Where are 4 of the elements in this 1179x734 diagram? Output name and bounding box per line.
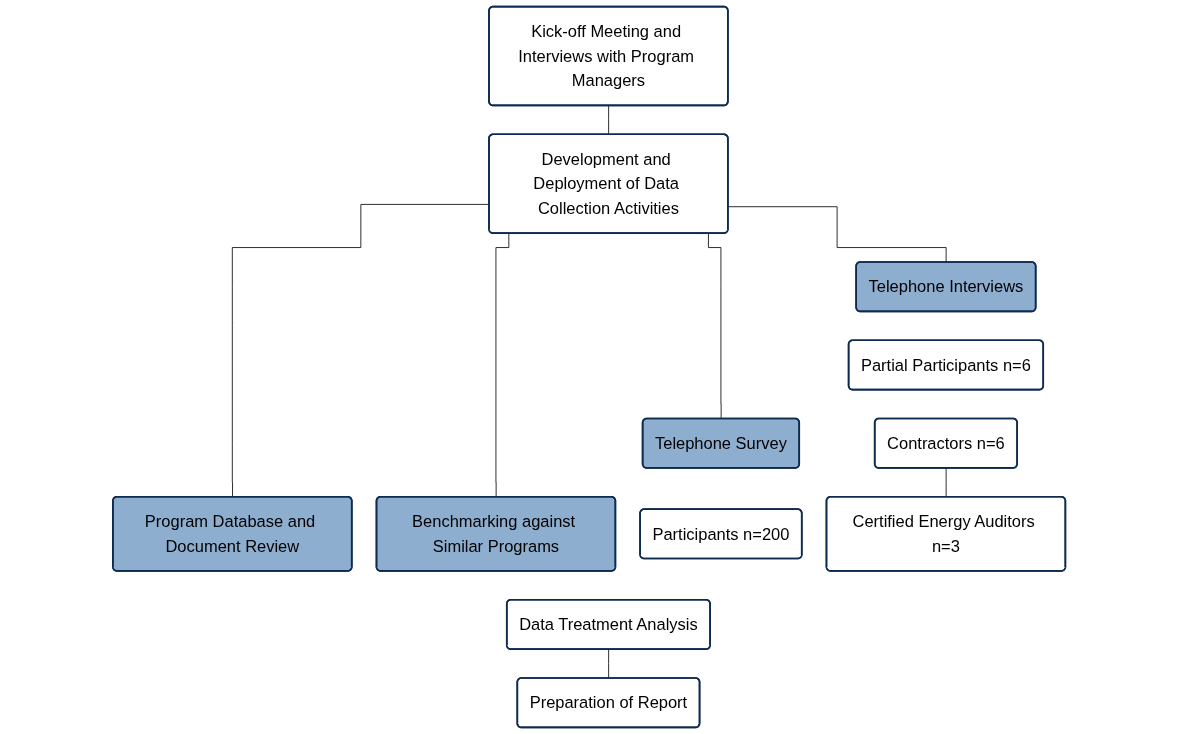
connector <box>608 649 610 679</box>
connector <box>728 206 948 263</box>
connector <box>946 467 948 498</box>
connector <box>608 105 610 136</box>
